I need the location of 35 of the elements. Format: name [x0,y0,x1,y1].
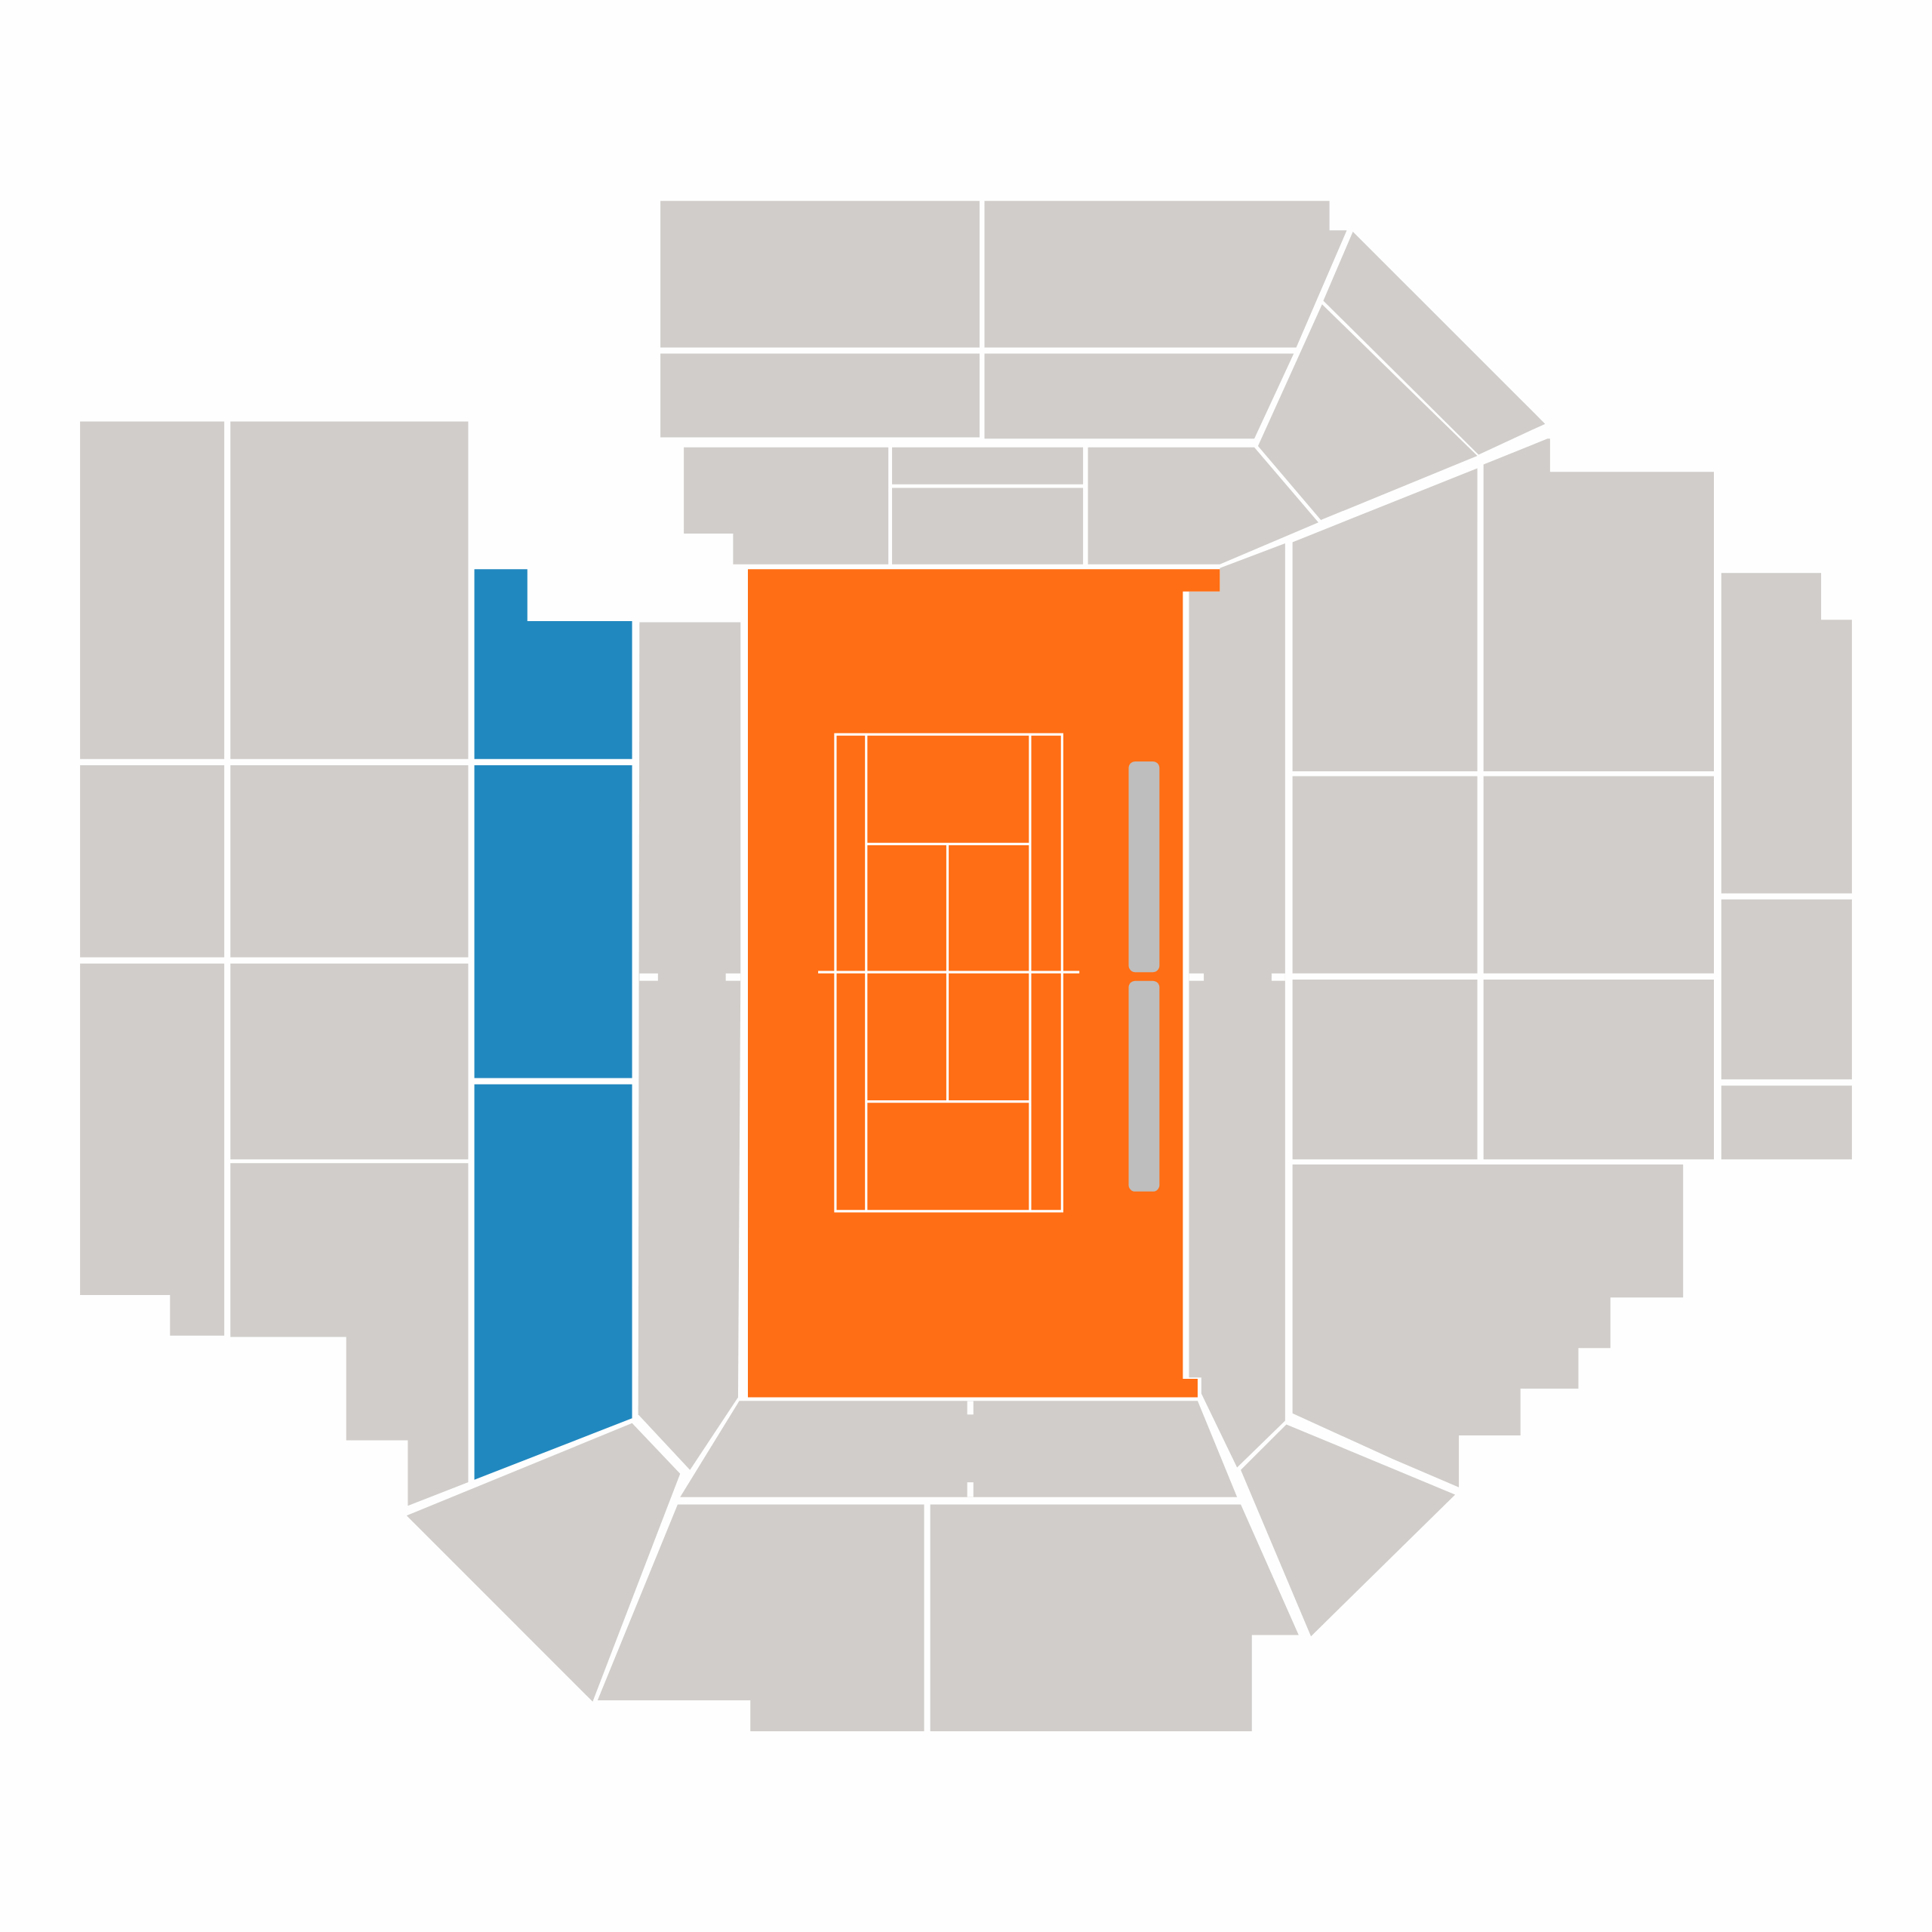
seating-section [1483,438,1714,772]
seating-section [597,1504,924,1731]
seating-section [1721,1085,1852,1160]
seating-section [984,201,1347,348]
seating-section [1483,776,1714,974]
seating-section [1721,899,1852,1080]
seating-section [684,447,889,565]
seating-section [230,1163,469,1506]
seating-section [80,764,225,958]
seating-section [660,353,980,438]
seating-section [1483,980,1714,1160]
seating-section [80,963,225,1336]
seating-section [230,421,469,759]
seating-section [1088,447,1318,565]
seating-section [1257,304,1478,520]
seating-section [1323,231,1546,455]
seating-section [892,447,1084,485]
seating-section [892,488,1084,565]
seating-section [1292,980,1478,1160]
seating-section [638,622,741,1470]
seating-section [474,764,632,1078]
bench [1128,980,1160,1192]
seating-section [660,201,980,348]
seating-section [230,764,469,958]
seating-section [984,353,1294,439]
seating-section [1721,573,1852,894]
seating-section [80,421,225,759]
seating-section [680,1401,1238,1497]
seating-section [474,1084,632,1480]
seating-section [474,569,632,759]
seating-section [406,1423,681,1702]
seating-section [230,963,469,1160]
bench [1128,761,1160,973]
seating-section [1241,1424,1456,1637]
seating-section [1292,776,1478,974]
